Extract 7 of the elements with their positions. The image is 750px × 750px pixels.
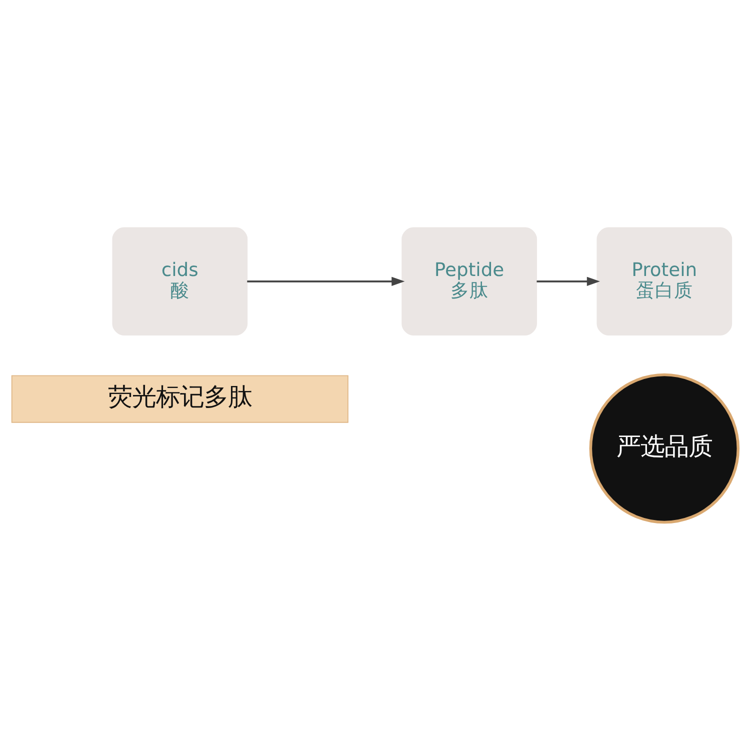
node-box: Peptide 多肽	[402, 227, 537, 336]
node-box: Protein 蛋白质	[596, 227, 732, 336]
node-box: 荧光标记多肽	[11, 375, 348, 423]
node-circle: 严选品质	[589, 373, 740, 524]
node-box: cids 酸	[112, 227, 248, 336]
arrow	[247, 276, 405, 286]
arrow	[536, 276, 600, 286]
